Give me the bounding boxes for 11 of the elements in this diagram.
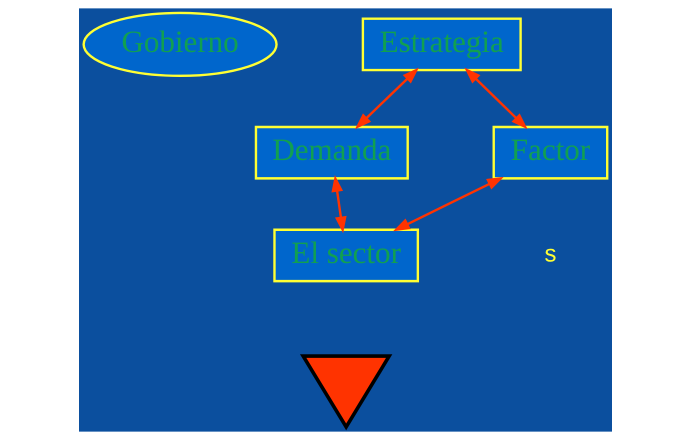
node-box: Demanda	[254, 126, 408, 180]
node-box: Estrategia	[361, 18, 522, 72]
arrow	[330, 175, 346, 234]
node-box: Factor	[492, 126, 608, 180]
arrow	[392, 176, 504, 232]
label: s	[544, 240, 556, 268]
arrow	[464, 68, 528, 130]
node-arrow	[299, 354, 392, 430]
node-box: El sector	[272, 228, 419, 282]
node-ellipse: Gobierno	[82, 12, 278, 78]
arrow	[354, 68, 418, 130]
